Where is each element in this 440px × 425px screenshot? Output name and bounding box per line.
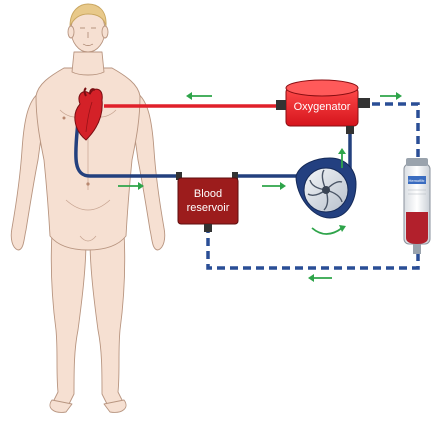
body-contours bbox=[59, 109, 117, 242]
right-foot bbox=[103, 399, 127, 413]
arrow-up-to-oxygenator bbox=[338, 148, 346, 168]
left-ear bbox=[67, 25, 75, 39]
reservoir-label-line2: reservoir bbox=[187, 202, 230, 214]
oxygenator-label: Oxygenator bbox=[294, 101, 351, 113]
flow-arrows bbox=[118, 92, 402, 282]
blood-reservoir: Blood reservoir bbox=[176, 172, 239, 232]
navel bbox=[86, 182, 90, 186]
oxygenator: Oxygenator bbox=[276, 79, 370, 134]
blood-bag-icon: Hemofiltr. bbox=[403, 158, 431, 254]
left-leg bbox=[50, 231, 87, 407]
arrow-venous bbox=[118, 182, 144, 190]
heart-icon bbox=[74, 87, 103, 141]
right-arm bbox=[131, 91, 166, 251]
right-ear bbox=[101, 25, 109, 39]
roller-pump-icon bbox=[295, 157, 357, 219]
left-foot bbox=[49, 399, 73, 413]
dashed-circuit bbox=[206, 102, 420, 270]
human-figure bbox=[10, 3, 166, 413]
face-details bbox=[80, 27, 96, 46]
left-nipple bbox=[62, 116, 66, 120]
arrow-to-pump bbox=[262, 182, 286, 190]
arrow-oxy-out bbox=[380, 92, 402, 100]
bag-brand-label: Hemofiltr. bbox=[409, 178, 426, 183]
right-leg bbox=[89, 231, 126, 407]
arrow-return bbox=[308, 274, 332, 282]
arrow-to-heart bbox=[186, 92, 212, 100]
reservoir-label-line1: Blood bbox=[194, 188, 222, 200]
rotation-arrow bbox=[311, 225, 346, 235]
left-arm bbox=[10, 91, 45, 251]
neck bbox=[71, 51, 105, 76]
